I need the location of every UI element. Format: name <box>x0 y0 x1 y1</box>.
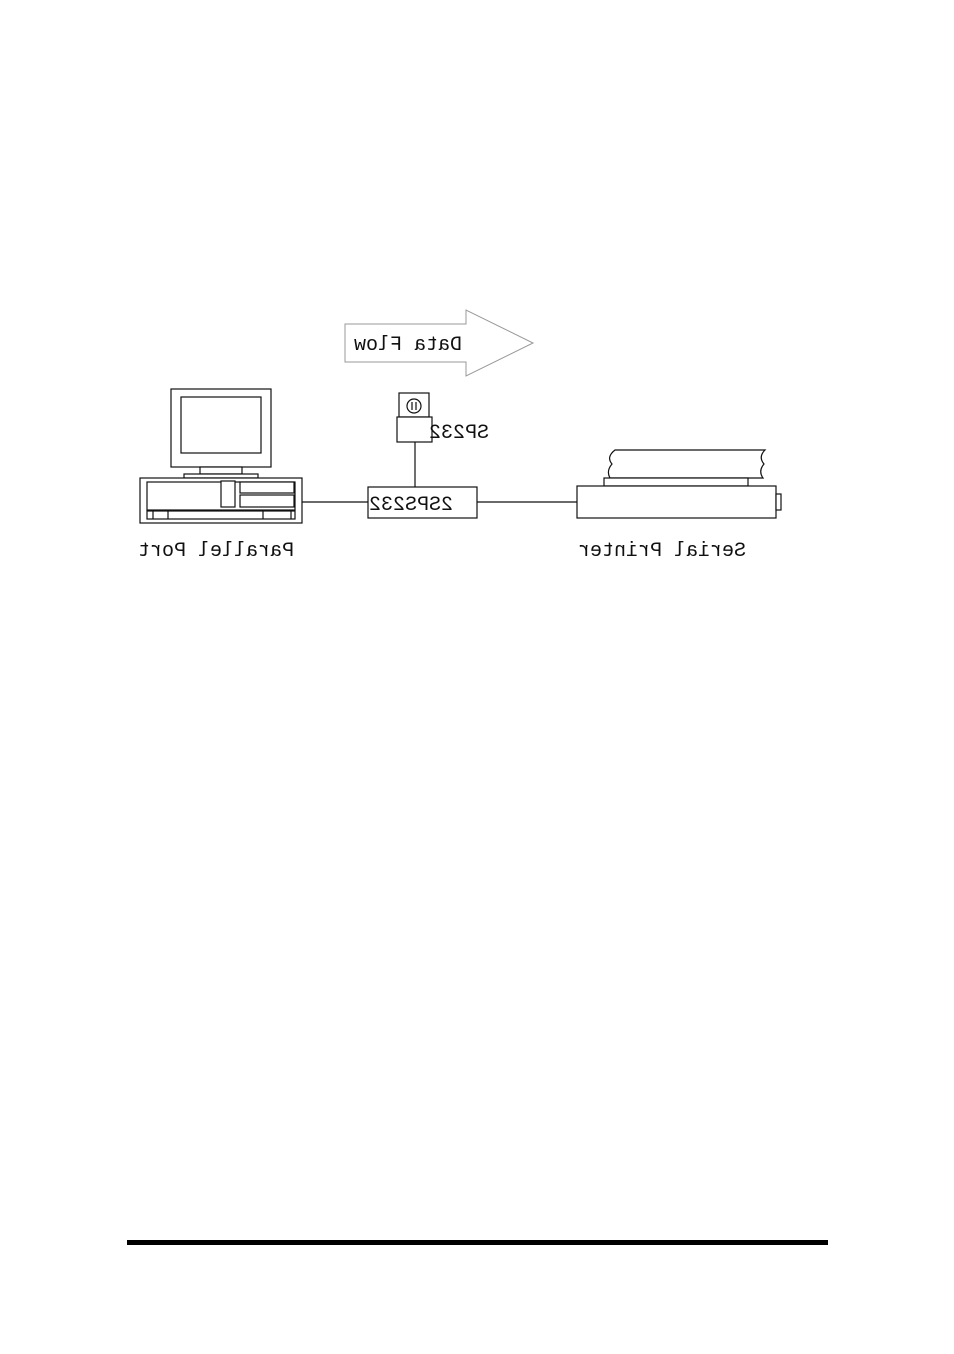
computer-label: Parallel Port <box>138 540 294 563</box>
data-flow-arrow: Data Flow <box>345 310 533 376</box>
footer-rule <box>127 1240 828 1245</box>
printer-label: Serial Printer <box>578 540 746 563</box>
data-flow-label: Data Flow <box>354 334 462 357</box>
power-adapter-icon <box>397 393 432 442</box>
adapter-label: SP232 <box>429 422 489 445</box>
converter-box: 2SPS232 <box>368 487 477 518</box>
converter-label: 2SPS232 <box>369 494 453 517</box>
serial-printer-icon <box>577 450 781 518</box>
desktop-computer-icon <box>140 389 302 523</box>
